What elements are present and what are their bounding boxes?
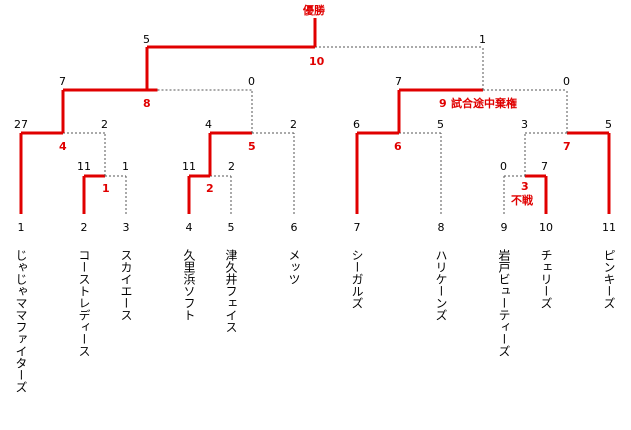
team-seed: 5 [227, 221, 235, 234]
champion-label: 優勝 [303, 4, 325, 17]
team-name: じゃじゃママファイターズ [14, 249, 28, 393]
team-seed: 1 [17, 221, 25, 234]
score: 7 [541, 160, 548, 173]
score: 5 [605, 118, 612, 131]
team-seed: 9 [500, 221, 508, 234]
team-seed: 4 [185, 221, 193, 234]
score: 27 [14, 118, 28, 131]
match-number: 3 [521, 180, 529, 193]
team-name: 岩戸ビューティーズ [497, 249, 511, 357]
team-seed: 3 [122, 221, 130, 234]
team-name: ハリケーンズ [434, 249, 448, 321]
match-number: 9 [439, 97, 447, 110]
match-number: 10 [309, 55, 325, 68]
team-name: 津久井フェイス [224, 249, 238, 333]
score: 5 [143, 33, 150, 46]
score: 3 [521, 118, 528, 131]
score: 2 [228, 160, 235, 173]
team-name: スカイエース [119, 249, 133, 321]
score: 11 [77, 160, 91, 173]
score: 2 [101, 118, 108, 131]
team-seed: 11 [602, 221, 616, 234]
match-note: 試合途中棄権 [451, 97, 517, 110]
score: 1 [122, 160, 129, 173]
team-seed: 7 [353, 221, 361, 234]
match-note: 不戦 [511, 194, 533, 207]
score: 11 [182, 160, 196, 173]
score: 0 [500, 160, 507, 173]
match-number: 7 [563, 140, 571, 153]
score: 5 [437, 118, 444, 131]
match-number: 8 [143, 97, 151, 110]
score: 7 [59, 75, 66, 88]
match-number: 6 [394, 140, 402, 153]
team-name: コーストレディース [77, 249, 91, 357]
team-seed: 8 [437, 221, 445, 234]
team-name: チェリーズ [539, 249, 553, 309]
match-number: 4 [59, 140, 67, 153]
team-name: シーガルズ [350, 249, 364, 309]
team-name: メッツ [287, 249, 301, 285]
score: 4 [205, 118, 212, 131]
team-name: ピンキーズ [602, 249, 616, 309]
score: 0 [248, 75, 255, 88]
match-number: 5 [248, 140, 256, 153]
team-seed: 10 [539, 221, 553, 234]
score: 0 [563, 75, 570, 88]
team-seed: 6 [290, 221, 298, 234]
team-name: 久里浜ソフト [182, 249, 196, 321]
team-seed: 2 [80, 221, 88, 234]
score: 1 [479, 33, 486, 46]
score: 7 [395, 75, 402, 88]
score: 6 [353, 118, 360, 131]
score: 2 [290, 118, 297, 131]
match-number: 2 [206, 182, 214, 195]
match-number: 1 [102, 182, 110, 195]
